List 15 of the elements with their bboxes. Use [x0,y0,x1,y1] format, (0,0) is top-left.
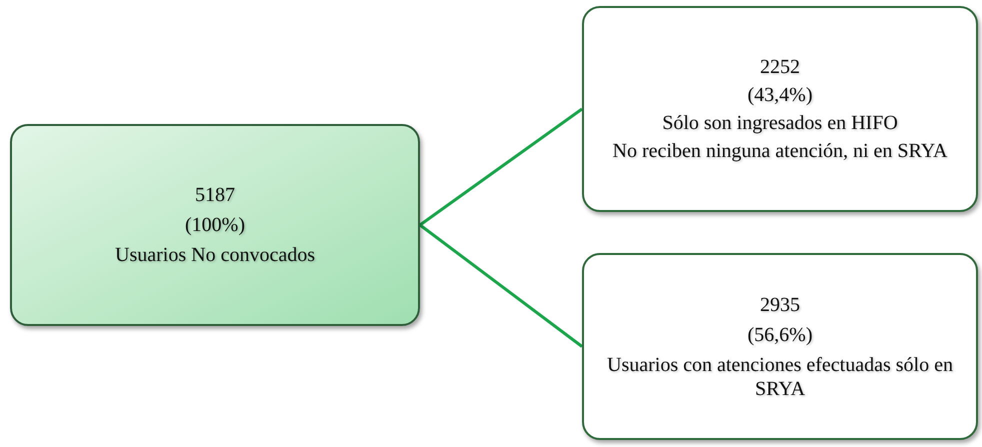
percentage-text: (43,4%) [748,83,812,107]
count-text: 2252 [760,55,800,79]
description-text: Usuarios No convocados [115,243,315,267]
description-text: No reciben ninguna atención, ni en SRYA [612,139,948,163]
percentage-text: (56,6%) [748,322,812,346]
percentage-text: (100%) [185,213,245,237]
connector-line [419,224,583,348]
description-text: Sólo son ingresados en HIFO [662,111,898,135]
count-text: 5187 [195,183,235,207]
description-text: Usuarios con atenciones efectuadas sólo en SRYA [606,352,954,400]
count-text: 2935 [760,292,800,316]
rounded-box [10,124,420,326]
rounded-box [582,6,978,212]
rounded-box [582,253,978,440]
connector-line [419,108,583,226]
